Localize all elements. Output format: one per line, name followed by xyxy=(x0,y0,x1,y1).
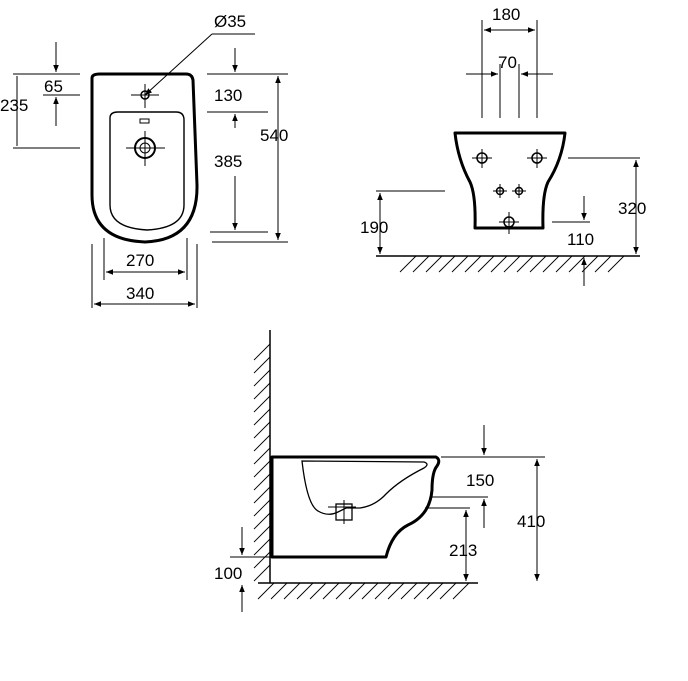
dim-150: 150 xyxy=(466,471,494,490)
fixing-hole-left-icon xyxy=(472,149,492,168)
bidet-outline-top xyxy=(90,72,199,244)
dim-110: 110 xyxy=(567,230,594,249)
side-view: 150 410 213 100 xyxy=(214,330,545,612)
dim-410: 410 xyxy=(517,512,545,531)
front-view: 180 70 190 320 110 xyxy=(360,5,646,286)
dim-190: 190 xyxy=(360,218,388,237)
dim-hole-diameter: Ø35 xyxy=(214,12,246,31)
dim-213: 213 xyxy=(449,541,477,560)
wall-hatch xyxy=(253,343,271,582)
dim-540: 540 xyxy=(260,126,288,145)
bidet-outline-front xyxy=(453,131,567,230)
dim-270: 270 xyxy=(126,251,154,270)
dim-235: 235 xyxy=(0,96,28,115)
dim-180: 180 xyxy=(492,5,520,24)
dim-340: 340 xyxy=(126,284,154,303)
fixing-hole-right-icon xyxy=(527,149,547,168)
dim-320: 320 xyxy=(618,199,646,218)
supply-hole-left-icon xyxy=(493,184,507,198)
waste-outlet-side-icon xyxy=(328,500,356,524)
supply-hole-right-icon xyxy=(512,184,526,198)
dim-65: 65 xyxy=(44,77,63,96)
dim-385: 385 xyxy=(214,152,242,171)
dim-100: 100 xyxy=(214,564,242,583)
bowl-inner-side xyxy=(301,460,428,515)
bidet-outline-side xyxy=(270,455,441,559)
dim-70: 70 xyxy=(498,53,517,72)
top-view: Ø35 65 235 130 385 540 270 340 xyxy=(0,12,288,308)
floor-hatch-side xyxy=(257,582,470,600)
floor-hatch-front xyxy=(399,255,625,273)
drain-icon xyxy=(126,131,165,166)
bowl-inner-top xyxy=(109,111,185,231)
overflow-slot xyxy=(139,118,150,124)
tap-hole-icon xyxy=(131,84,159,108)
dim-130: 130 xyxy=(214,86,242,105)
waste-outlet-icon xyxy=(499,212,519,234)
